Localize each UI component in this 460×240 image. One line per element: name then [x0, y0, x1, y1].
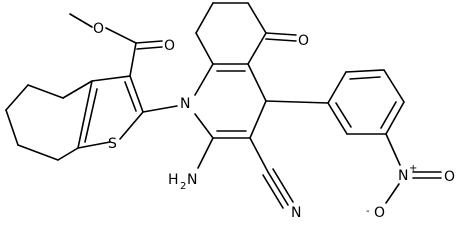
bond-c2-n-ring — [194, 113, 214, 139]
bond-ph-3 — [383, 69, 405, 103]
atom-o-ketone: O — [298, 33, 309, 49]
bond-th-c7a-c3a-inner — [84, 88, 98, 143]
dihydropyridine-ring: N — [180, 63, 267, 139]
bond-n-c8a — [194, 63, 214, 96]
bond-c4-ph — [265, 100, 329, 104]
bond-lr-6 — [57, 147, 79, 161]
atom-s-thiophene: S — [108, 136, 117, 152]
cyclohexanone-ring: O — [195, 2, 309, 65]
bond-lr-1 — [62, 80, 93, 99]
bond-th-c7a-c3a — [77, 80, 93, 149]
bond-ketone-1 — [265, 32, 297, 36]
bond-th-c3a-c3 — [91, 75, 131, 82]
bond-c3-cn — [249, 137, 269, 173]
bond-ph-6-inner — [335, 102, 352, 128]
bond-ph-4 — [385, 101, 405, 135]
atom-h-amino-subscript: 2 — [180, 181, 186, 192]
bond-ph-4-inner — [380, 101, 397, 129]
methyl-ester-group: O O — [69, 13, 175, 77]
atom-h-amino: H — [168, 172, 179, 188]
bond-th-s-c7a — [77, 141, 111, 149]
bond-top-4 — [247, 2, 267, 34]
bond-cn-triple-1 — [267, 171, 289, 206]
atom-n-nitrile: N — [291, 205, 301, 219]
bond-lr-4 — [5, 109, 19, 146]
molecule-structure: O O S N — [5, 2, 455, 219]
bond-lr-5 — [17, 144, 59, 161]
atom-n-ring: N — [180, 96, 190, 112]
bond-c2-n — [142, 105, 178, 113]
atom-n-nitro: N — [398, 168, 408, 184]
atom-o-nitro-right: O — [444, 169, 455, 185]
atom-o-nitro-charge: - — [366, 206, 370, 217]
bond-carbonyl-double-1 — [135, 40, 163, 44]
bond-th-c3-c2 — [129, 75, 144, 113]
bond-ketone-2 — [265, 38, 297, 42]
bond-methyl-o — [69, 13, 93, 28]
atom-o-carbonyl: O — [164, 38, 175, 54]
bond-carbonyl-double-2 — [136, 46, 163, 50]
cyano-group: N — [249, 137, 301, 219]
bond-top-1 — [195, 32, 214, 65]
atom-n-nitro-charge: + — [409, 163, 417, 174]
atom-n-amino: N — [187, 172, 197, 188]
tetrahydro-ring-left — [5, 80, 93, 161]
bond-c4-c3 — [249, 100, 267, 139]
bond-ph-1 — [327, 71, 347, 104]
bond-ph-2-inner — [349, 76, 381, 80]
amino-group: H 2 N — [168, 137, 214, 192]
bond-no-bottom — [385, 183, 400, 204]
atom-o-methoxy: O — [93, 21, 104, 37]
bond-o-carbonyl-carbon — [105, 27, 137, 44]
bond-top-2 — [195, 2, 214, 34]
bond-ph-2 — [345, 69, 385, 73]
thiophene-ring: S — [77, 75, 144, 152]
bond-lr-3 — [5, 84, 29, 111]
bond-top-5 — [247, 32, 267, 65]
bond-c4a-c4 — [247, 63, 267, 102]
bond-carbonyl-c3 — [129, 42, 137, 77]
bond-cn-triple-2 — [262, 174, 284, 209]
bond-cn-triple-3 — [272, 168, 294, 203]
bond-c2-nh2 — [197, 137, 214, 169]
nitrophenyl-ring — [265, 69, 405, 135]
bond-ph-6 — [327, 102, 348, 135]
bond-th-c3-c2-inner — [124, 81, 137, 112]
bond-ph-no2 — [385, 133, 401, 166]
bond-lr-2 — [27, 84, 64, 99]
nitro-group: N + O - O — [366, 133, 455, 219]
bond-th-c2-s — [119, 111, 144, 140]
atom-o-nitro-bottom: O — [374, 205, 385, 219]
